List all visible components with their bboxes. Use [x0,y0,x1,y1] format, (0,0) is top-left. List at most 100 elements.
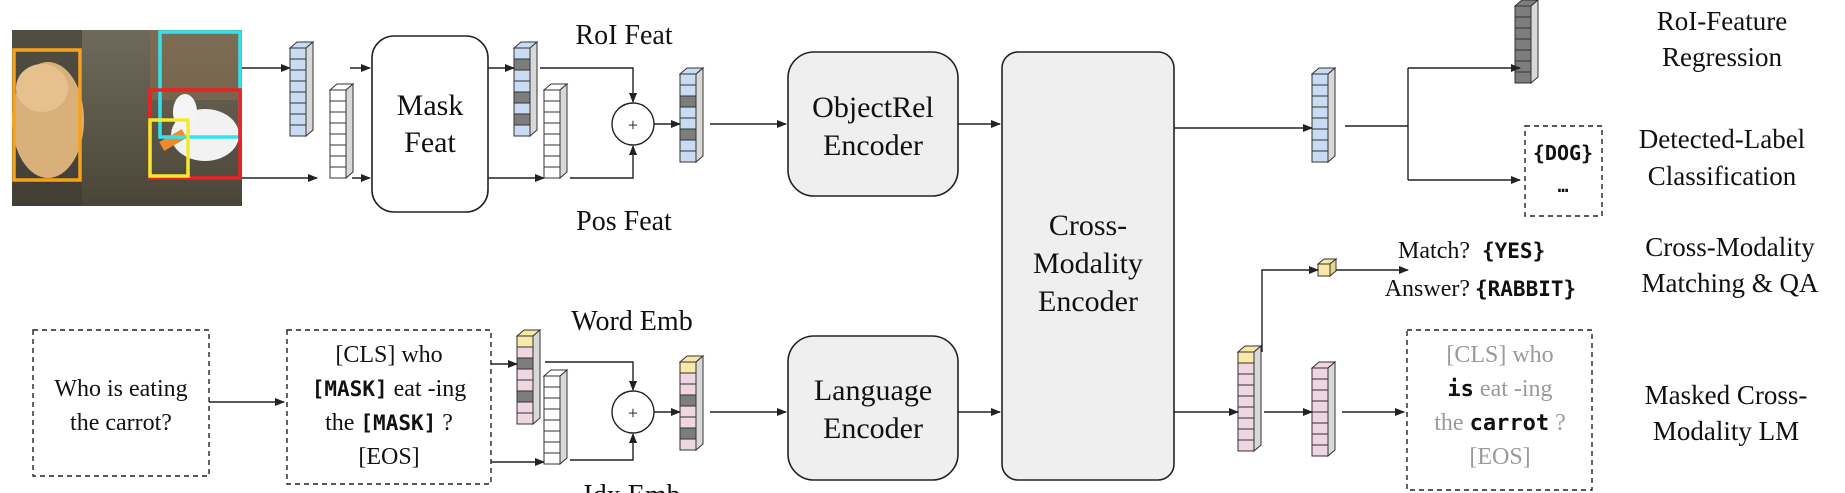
roi-regression-target-column-cell [1514,71,1532,84]
roi-feat-column-cell [513,80,531,93]
roi-regression-target-column-cell [1514,16,1532,29]
roi-input-column-cell [289,91,307,104]
tokens-line2-rest: eat -ing [388,376,467,402]
roi-regression-target-column-cell [1514,27,1532,40]
mask-feat-label-line1: Mask [397,89,464,122]
cross-lang-output-column-cell [1237,362,1255,375]
vision-emb-column-cell [679,150,697,163]
lm-line2: is eat -ing [1447,376,1552,402]
roi-regression-target-column-cell [1514,38,1532,51]
bbox-dog [12,48,82,182]
pos-input-column-cell [329,144,347,157]
idx-emb-label: Idx Emb [583,480,680,493]
roi-input-column-cell [289,102,307,115]
roi-feat-column-cell [513,69,531,82]
task-label-classification-line2: Classification [1648,161,1797,191]
vision-output-column-cell [1311,117,1329,130]
pos-input-column-cell [329,100,347,113]
qa-answer-label: Answer? [1385,276,1470,302]
question-line2: the carrot? [70,410,172,436]
task-label-classification-line1: Detected-Label [1639,124,1805,154]
pos-input-column [328,82,355,180]
detected-label-ellipsis: … [1558,176,1569,197]
roi-input-column-cell [289,80,307,93]
vision-output-column-cell [1311,128,1329,141]
tokens-mask-1: [MASK] [312,377,388,401]
roi-feat-label: RoI Feat [575,20,672,51]
plus-sign-language: + [628,403,638,423]
roi-feat-column-cell [513,47,531,60]
lm-line3: the carrot ? [1434,410,1565,436]
idx-emb-column-cell [543,375,561,388]
cross-lang-output-column-cell [1237,439,1255,452]
cross-lang-output-column-cell [1237,395,1255,408]
task-matching-qa-line2: Matching & QA [1642,268,1819,298]
qa-match-value: {YES} [1482,239,1545,263]
tokens-line3-pre: the [325,410,360,436]
lm-line4: [EOS] [1469,444,1530,470]
roi-feat-column-cell [513,102,531,115]
pos-feat-column [542,82,569,180]
word-emb-column-cell [516,368,534,381]
lm-output-column-cell [1311,378,1329,391]
vision-output-column-cell [1311,73,1329,86]
vision-output-column-cell [1311,139,1329,152]
language-emb-column-cell [679,416,697,429]
roi-feat-column-cell [513,124,531,137]
tokens-line4: [EOS] [358,444,419,470]
word-emb-column-cell [516,379,534,392]
vision-output-column-cell [1311,95,1329,108]
language-emb-column-cell [679,361,697,374]
pos-feat-column-cell [543,111,561,124]
word-emb-column [515,328,542,426]
tokens-box [286,329,492,485]
language-encoder-label-line1: Language [814,374,932,407]
cross-lang-output-column-cell [1237,417,1255,430]
idx-emb-column-cell [543,408,561,421]
vision-emb-column-cell [679,95,697,108]
pos-feat-column-cell [543,122,561,135]
vision-emb-column [678,66,705,164]
pos-feat-column-cell [543,144,561,157]
roi-input-column [288,40,315,138]
cross-encoder-label-line1: Cross- [1049,209,1127,242]
lm-output-column-cell [1311,400,1329,413]
roi-input-column-cell [289,113,307,126]
lm-output-column-cell [1311,389,1329,402]
bbox-carrot [148,118,190,178]
word-emb-column-cell [516,335,534,348]
vision-emb-column-cell [679,128,697,141]
language-encoder-block [787,335,959,481]
language-emb-column-cell [679,405,697,418]
word-emb-column-cell [516,390,534,403]
cls-output-cube [1316,257,1338,278]
lm-line3-pre: the [1434,410,1469,436]
idx-emb-column-cell [543,441,561,454]
pos-feat-column-cell [543,89,561,102]
lm-predicted-is: is [1447,377,1474,402]
language-encoder-label-line2: Encoder [823,412,923,445]
pos-input-column-cell [329,133,347,146]
word-emb-column-cell [516,346,534,359]
task-masked-lm-line1: Masked Cross- [1645,380,1808,410]
roi-feat-column-cell [513,91,531,104]
word-emb-column-cell [516,412,534,425]
cross-lang-output-column-cell [1237,428,1255,441]
pos-input-column-cell [329,111,347,124]
idx-emb-column [542,368,569,466]
idx-emb-column-cell [543,386,561,399]
word-emb-column-cell [516,357,534,370]
lm-output-column-cell [1311,422,1329,435]
language-emb-column-cell [679,438,697,451]
vision-output-column-cell [1311,150,1329,163]
cross-lang-output-column-cell [1237,406,1255,419]
pos-input-column-cell [329,122,347,135]
task-matching-qa-line1: Cross-Modality [1645,232,1815,262]
tokens-line1: [CLS] who [335,342,442,368]
lm-output-column-cell [1311,367,1329,380]
pos-input-column-cell [329,89,347,102]
pos-feat-label: Pos Feat [576,206,672,237]
word-emb-column-cell [516,401,534,414]
vision-emb-column-cell [679,73,697,86]
pos-input-column-cell [329,166,347,179]
